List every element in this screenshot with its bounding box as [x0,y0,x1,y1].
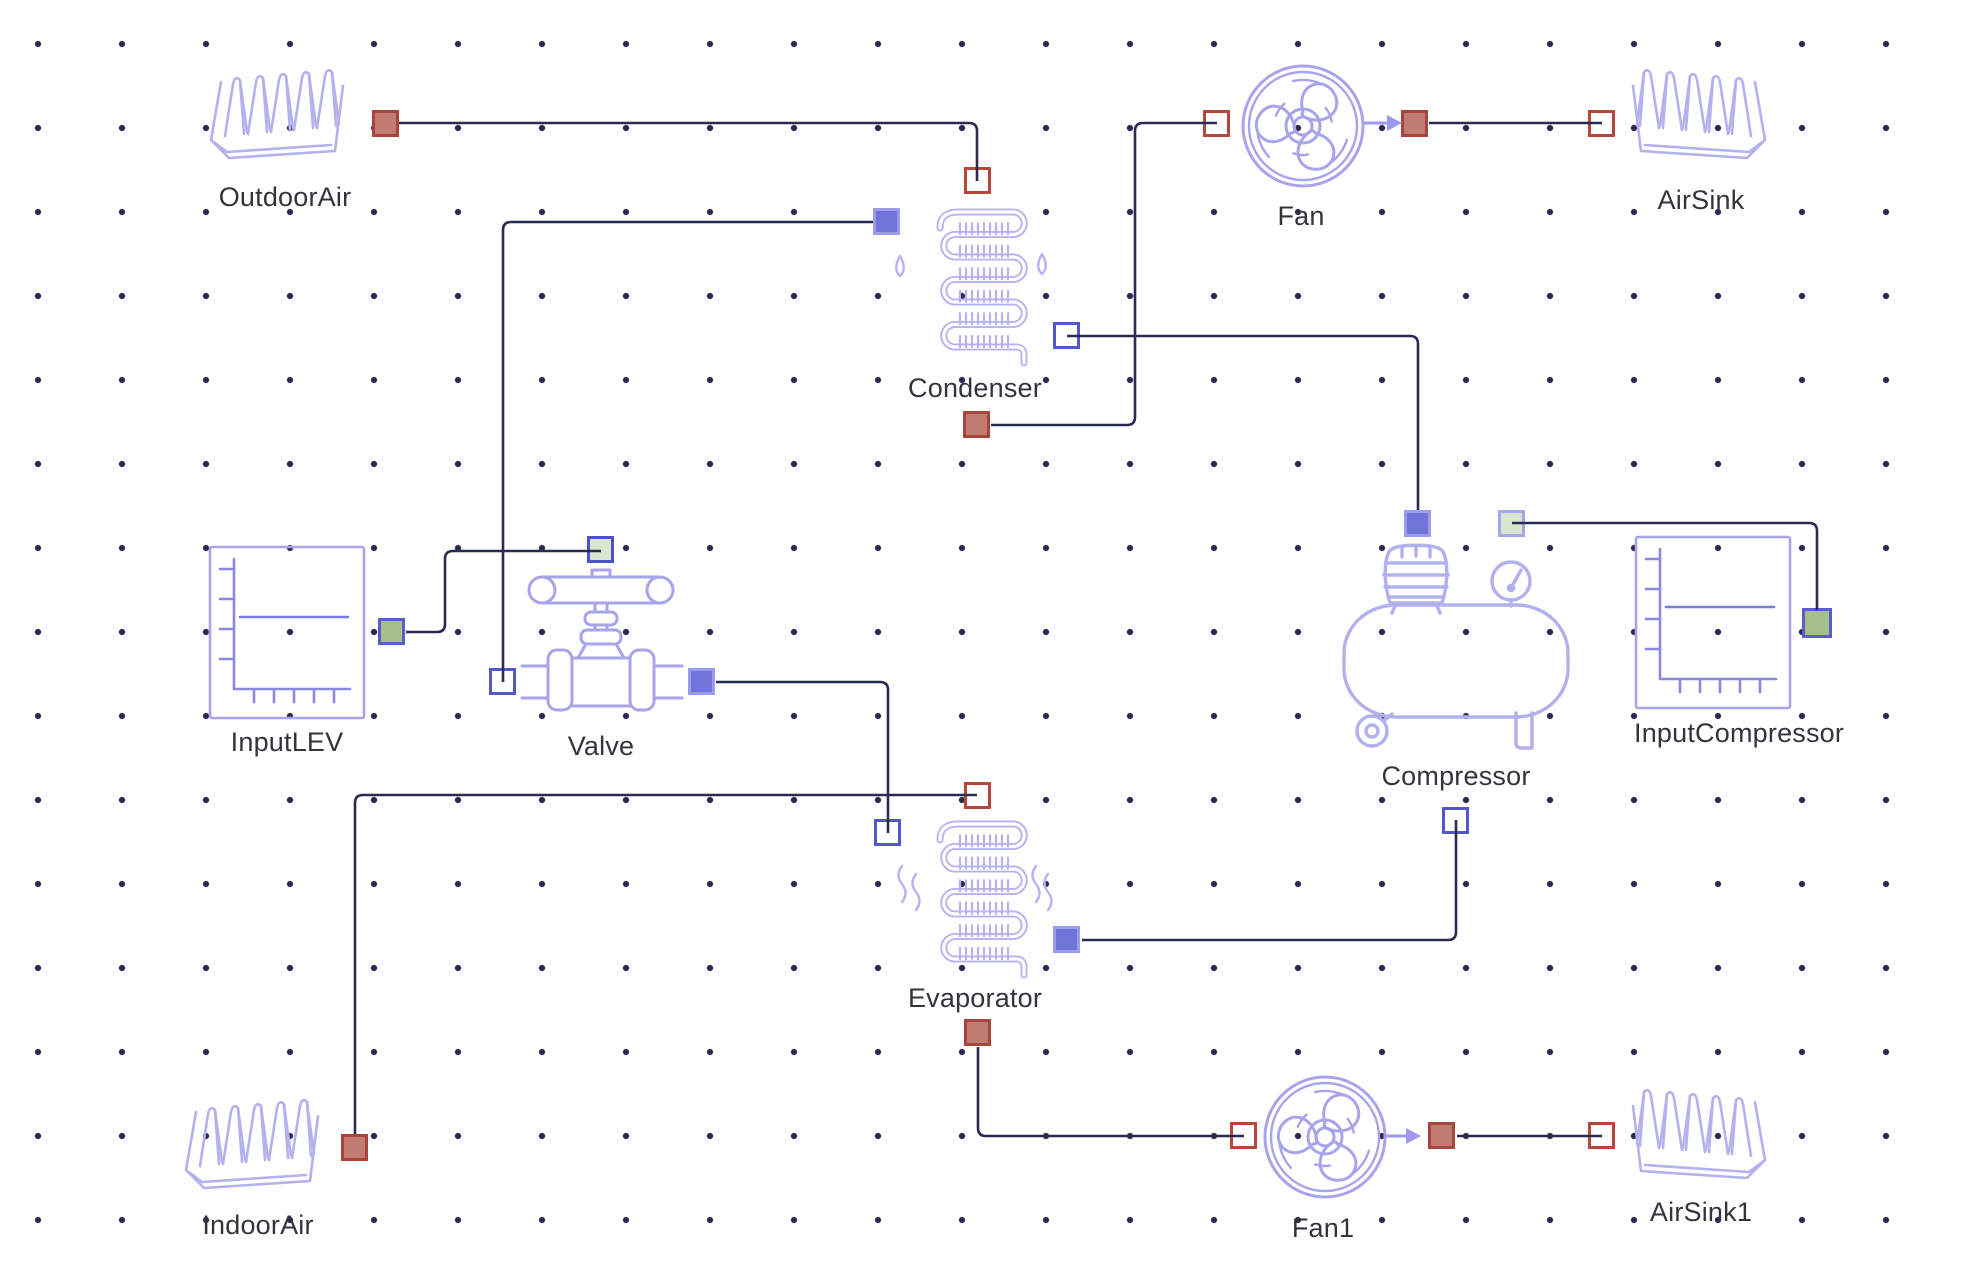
component-label: InputLEV [230,727,344,757]
component-outdoor-air[interactable]: OutdoorAir [203,64,367,264]
component-label: InputCompressor [1634,718,1845,748]
port-inputlev-out[interactable] [378,618,405,645]
connection-evaporator-to-compressor[interactable] [1082,820,1458,942]
component-fan[interactable]: Fan [1239,62,1365,242]
fan-icon [1241,64,1365,188]
component-label: AirSink1 [1649,1197,1753,1227]
component-indoor-air[interactable]: IndoorAir [178,1094,338,1278]
signal-source-plot-icon [208,545,366,720]
component-evaporator[interactable]: Evaporator [890,806,1060,1026]
air-sink-icon [1631,1088,1767,1180]
port-valve-right[interactable] [688,668,715,695]
component-valve[interactable]: Valve [520,568,684,770]
fan-airflow-arrow [1364,115,1402,131]
port-condenser-bottom[interactable] [963,411,990,438]
component-condenser[interactable]: Condenser [890,194,1060,414]
connection-indoorair-to-evaporator[interactable] [353,793,977,1134]
component-fan1[interactable]: Fan1 [1261,1073,1387,1253]
air-sink-icon [1631,68,1767,160]
expansion-valve-icon [520,568,684,712]
port-fan1-out[interactable] [1428,1122,1455,1149]
port-condenser-left[interactable] [873,208,900,235]
port-evaporator-right[interactable] [1053,926,1080,953]
port-compressor-top[interactable] [1404,510,1431,537]
component-label: Evaporator [907,983,1043,1013]
connection-outdoorair-to-condenser[interactable] [399,121,979,181]
component-label: AirSink [1657,185,1745,215]
connection-inputlev-to-valve[interactable] [406,549,601,634]
component-input-compressor[interactable]: InputCompressor [1634,535,1845,765]
evaporator-coil-icon [897,806,1053,982]
port-indoorair-out[interactable] [341,1134,368,1161]
connection-valve-to-evaporator[interactable] [716,680,890,833]
component-compressor[interactable]: Compressor [1340,543,1572,803]
component-label: Condenser [908,373,1042,403]
connection-evaporator-to-fan1[interactable] [976,1047,1244,1138]
fan-icon [1263,1075,1387,1199]
air-source-icon [184,1098,320,1190]
component-label: OutdoorAir [218,182,352,212]
port-fan-out[interactable] [1401,110,1428,137]
fan1-airflow-arrow [1384,1128,1421,1144]
component-label: Valve [567,731,635,761]
connection-compressor-to-inputcompressor[interactable] [1512,521,1819,610]
signal-source-plot-icon [1634,535,1792,710]
connection-condenser-to-fan[interactable] [991,121,1217,427]
port-valve-top[interactable] [587,536,614,563]
component-label: Fan [1277,201,1325,231]
component-label: IndoorAir [202,1210,314,1240]
connection-condenser-to-valve[interactable] [501,220,873,682]
component-air-sink1[interactable]: AirSink1 [1623,1084,1779,1278]
component-label: Compressor [1381,761,1531,791]
component-input-lev[interactable]: InputLEV [208,545,366,775]
port-inputcompressor-out[interactable] [1802,608,1832,638]
connection-condenser-to-compressor[interactable] [1067,334,1420,510]
port-outdoorair-out[interactable] [372,110,399,137]
component-label: Fan1 [1291,1213,1355,1243]
condenser-coil-icon [895,194,1047,370]
air-source-icon [209,68,345,160]
compressor-icon [1342,543,1570,750]
component-air-sink[interactable]: AirSink [1623,64,1779,264]
port-evaporator-bottom[interactable] [964,1019,991,1046]
